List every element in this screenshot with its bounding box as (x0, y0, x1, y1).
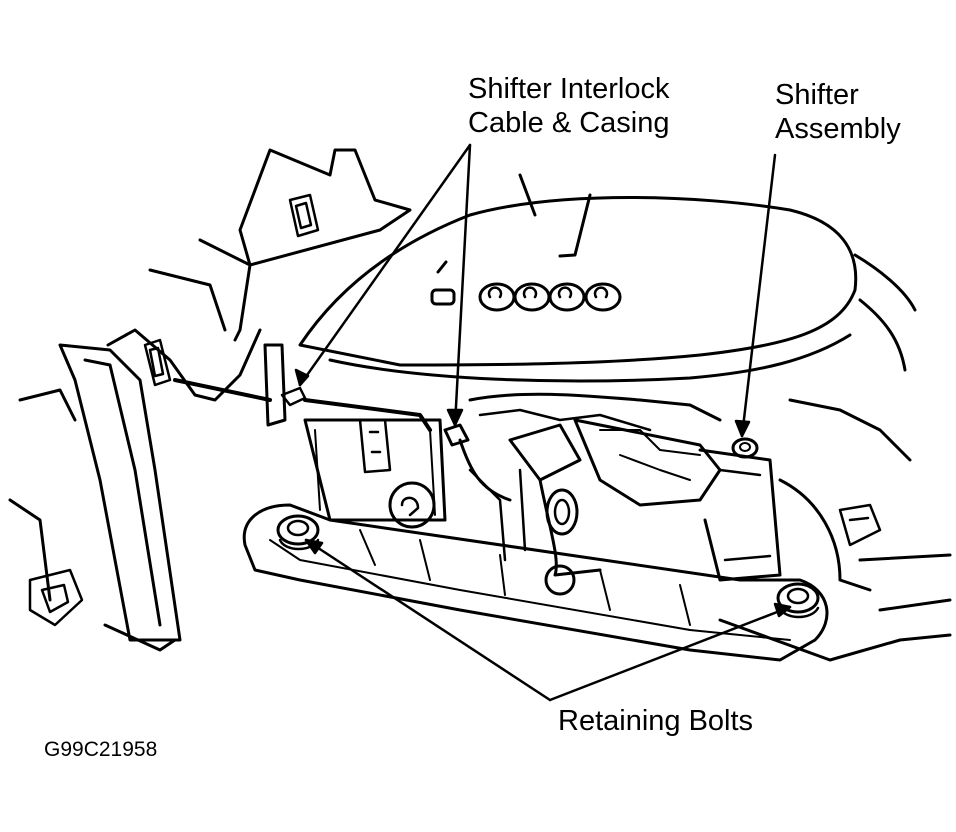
label-interlock-line2: Cable & Casing (468, 107, 670, 139)
gear-indicator-d (584, 282, 622, 312)
leader-lines (294, 143, 792, 702)
console-left-side (8, 148, 412, 652)
interlock-cable (173, 343, 512, 502)
arrowhead-assembly (734, 419, 751, 438)
leader-interlock-right (453, 143, 472, 427)
figure-id: G99C21958 (44, 738, 158, 761)
shifter-base-plate (242, 503, 829, 662)
retaining-bolt-right (776, 582, 820, 619)
label-interlock-line1: Shifter Interlock (468, 73, 670, 105)
console-right-side (718, 398, 952, 662)
leader-assembly (740, 153, 777, 438)
arrowhead-bolt-right (773, 602, 792, 618)
label-assembly-line2: Assembly (775, 113, 901, 145)
leader-bolt-left (304, 538, 552, 702)
shifter-assembly-bolt (731, 437, 759, 459)
gear-indicator-row (430, 260, 622, 312)
shifter-mechanism (303, 392, 782, 596)
shift-detent-wheel (388, 481, 436, 529)
gear-indicator-mark (430, 288, 456, 306)
gear-indicator-n (548, 282, 586, 312)
shifter-lower-pivot (544, 564, 576, 596)
label-interlock-cable: Shifter Interlock Cable & Casing (468, 72, 670, 140)
leader-interlock-left (298, 143, 472, 387)
label-assembly-line1: Shifter (775, 79, 859, 111)
arrowhead-bolt-left (304, 538, 324, 555)
arrowhead-interlock-right (446, 408, 464, 427)
label-retaining-bolts: Retaining Bolts (558, 705, 754, 737)
leader-bolt-right (548, 605, 792, 702)
retaining-bolt-left (276, 514, 320, 551)
arrowhead-interlock-left (294, 368, 310, 387)
label-shifter-assembly: Shifter Assembly (775, 78, 901, 146)
console-cover (298, 173, 917, 383)
